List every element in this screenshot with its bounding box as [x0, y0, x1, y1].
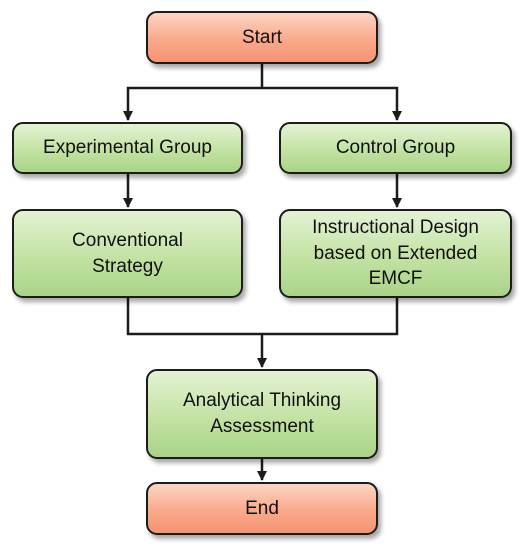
analytical-assessment-node: Analytical Thinking Assessment [146, 369, 378, 459]
control-group-label: Control Group [335, 137, 456, 159]
start-label: Start [241, 26, 283, 48]
connector-merge-lines [126, 298, 399, 336]
instructional-design-label: Instructional Design based on Extended E… [312, 217, 479, 290]
analytical-assessment-label: Analytical Thinking Assessment [182, 390, 342, 437]
control-group-node: Control Group [279, 122, 512, 174]
conventional-strategy-label: Conventional Strategy [72, 229, 183, 277]
experimental-group-node: Experimental Group [12, 122, 243, 174]
arrow-start-to-control-group [262, 86, 402, 121]
conventional-strategy-node: Conventional Strategy [12, 209, 243, 298]
instructional-design-node: Instructional Design based on Extended E… [279, 209, 512, 298]
end-label: End [245, 497, 279, 519]
experimental-group-label: Experimental Group [43, 137, 212, 159]
arrow-start-to-experimental-group [123, 86, 262, 121]
end-node: End [146, 482, 378, 535]
start-node: Start [146, 11, 378, 64]
